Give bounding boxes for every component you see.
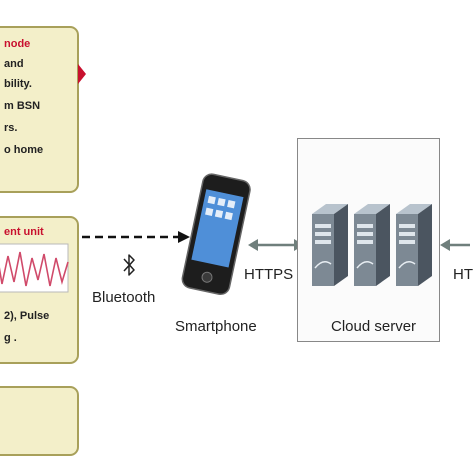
unit-box-line: 2), Pulse bbox=[4, 310, 50, 322]
mode-box-line: and bbox=[4, 58, 24, 70]
measurement-unit-box: ent unit 2), Pulse g . bbox=[0, 216, 79, 364]
bluetooth-label: Bluetooth bbox=[92, 289, 156, 306]
empty-box bbox=[0, 386, 79, 456]
bluetooth-icon bbox=[123, 254, 135, 276]
mode-box-line: bility. bbox=[4, 78, 32, 90]
box-connector-arrow bbox=[78, 64, 86, 84]
https-link-arrow-right bbox=[440, 239, 470, 251]
unit-box-line: g . bbox=[4, 332, 17, 344]
https-right-label: HT bbox=[453, 266, 473, 283]
node-mode-box: node and bility. m BSN rs. o home bbox=[0, 26, 79, 193]
https-label: HTTPS bbox=[244, 266, 294, 283]
server-icon bbox=[312, 204, 432, 286]
pulse-waveform bbox=[0, 243, 69, 293]
mode-box-line: rs. bbox=[4, 122, 18, 134]
mode-box-line: o home bbox=[4, 144, 44, 156]
https-link-arrow bbox=[248, 239, 304, 251]
mode-box-title: node bbox=[4, 38, 31, 50]
bluetooth-link-arrow bbox=[82, 231, 190, 243]
cloud-server-label: Cloud server bbox=[331, 318, 417, 335]
mode-box-line: m BSN bbox=[4, 100, 41, 112]
smartphone-label: Smartphone bbox=[175, 318, 257, 335]
smartphone-icon bbox=[181, 173, 251, 296]
unit-box-title: ent unit bbox=[4, 226, 44, 238]
